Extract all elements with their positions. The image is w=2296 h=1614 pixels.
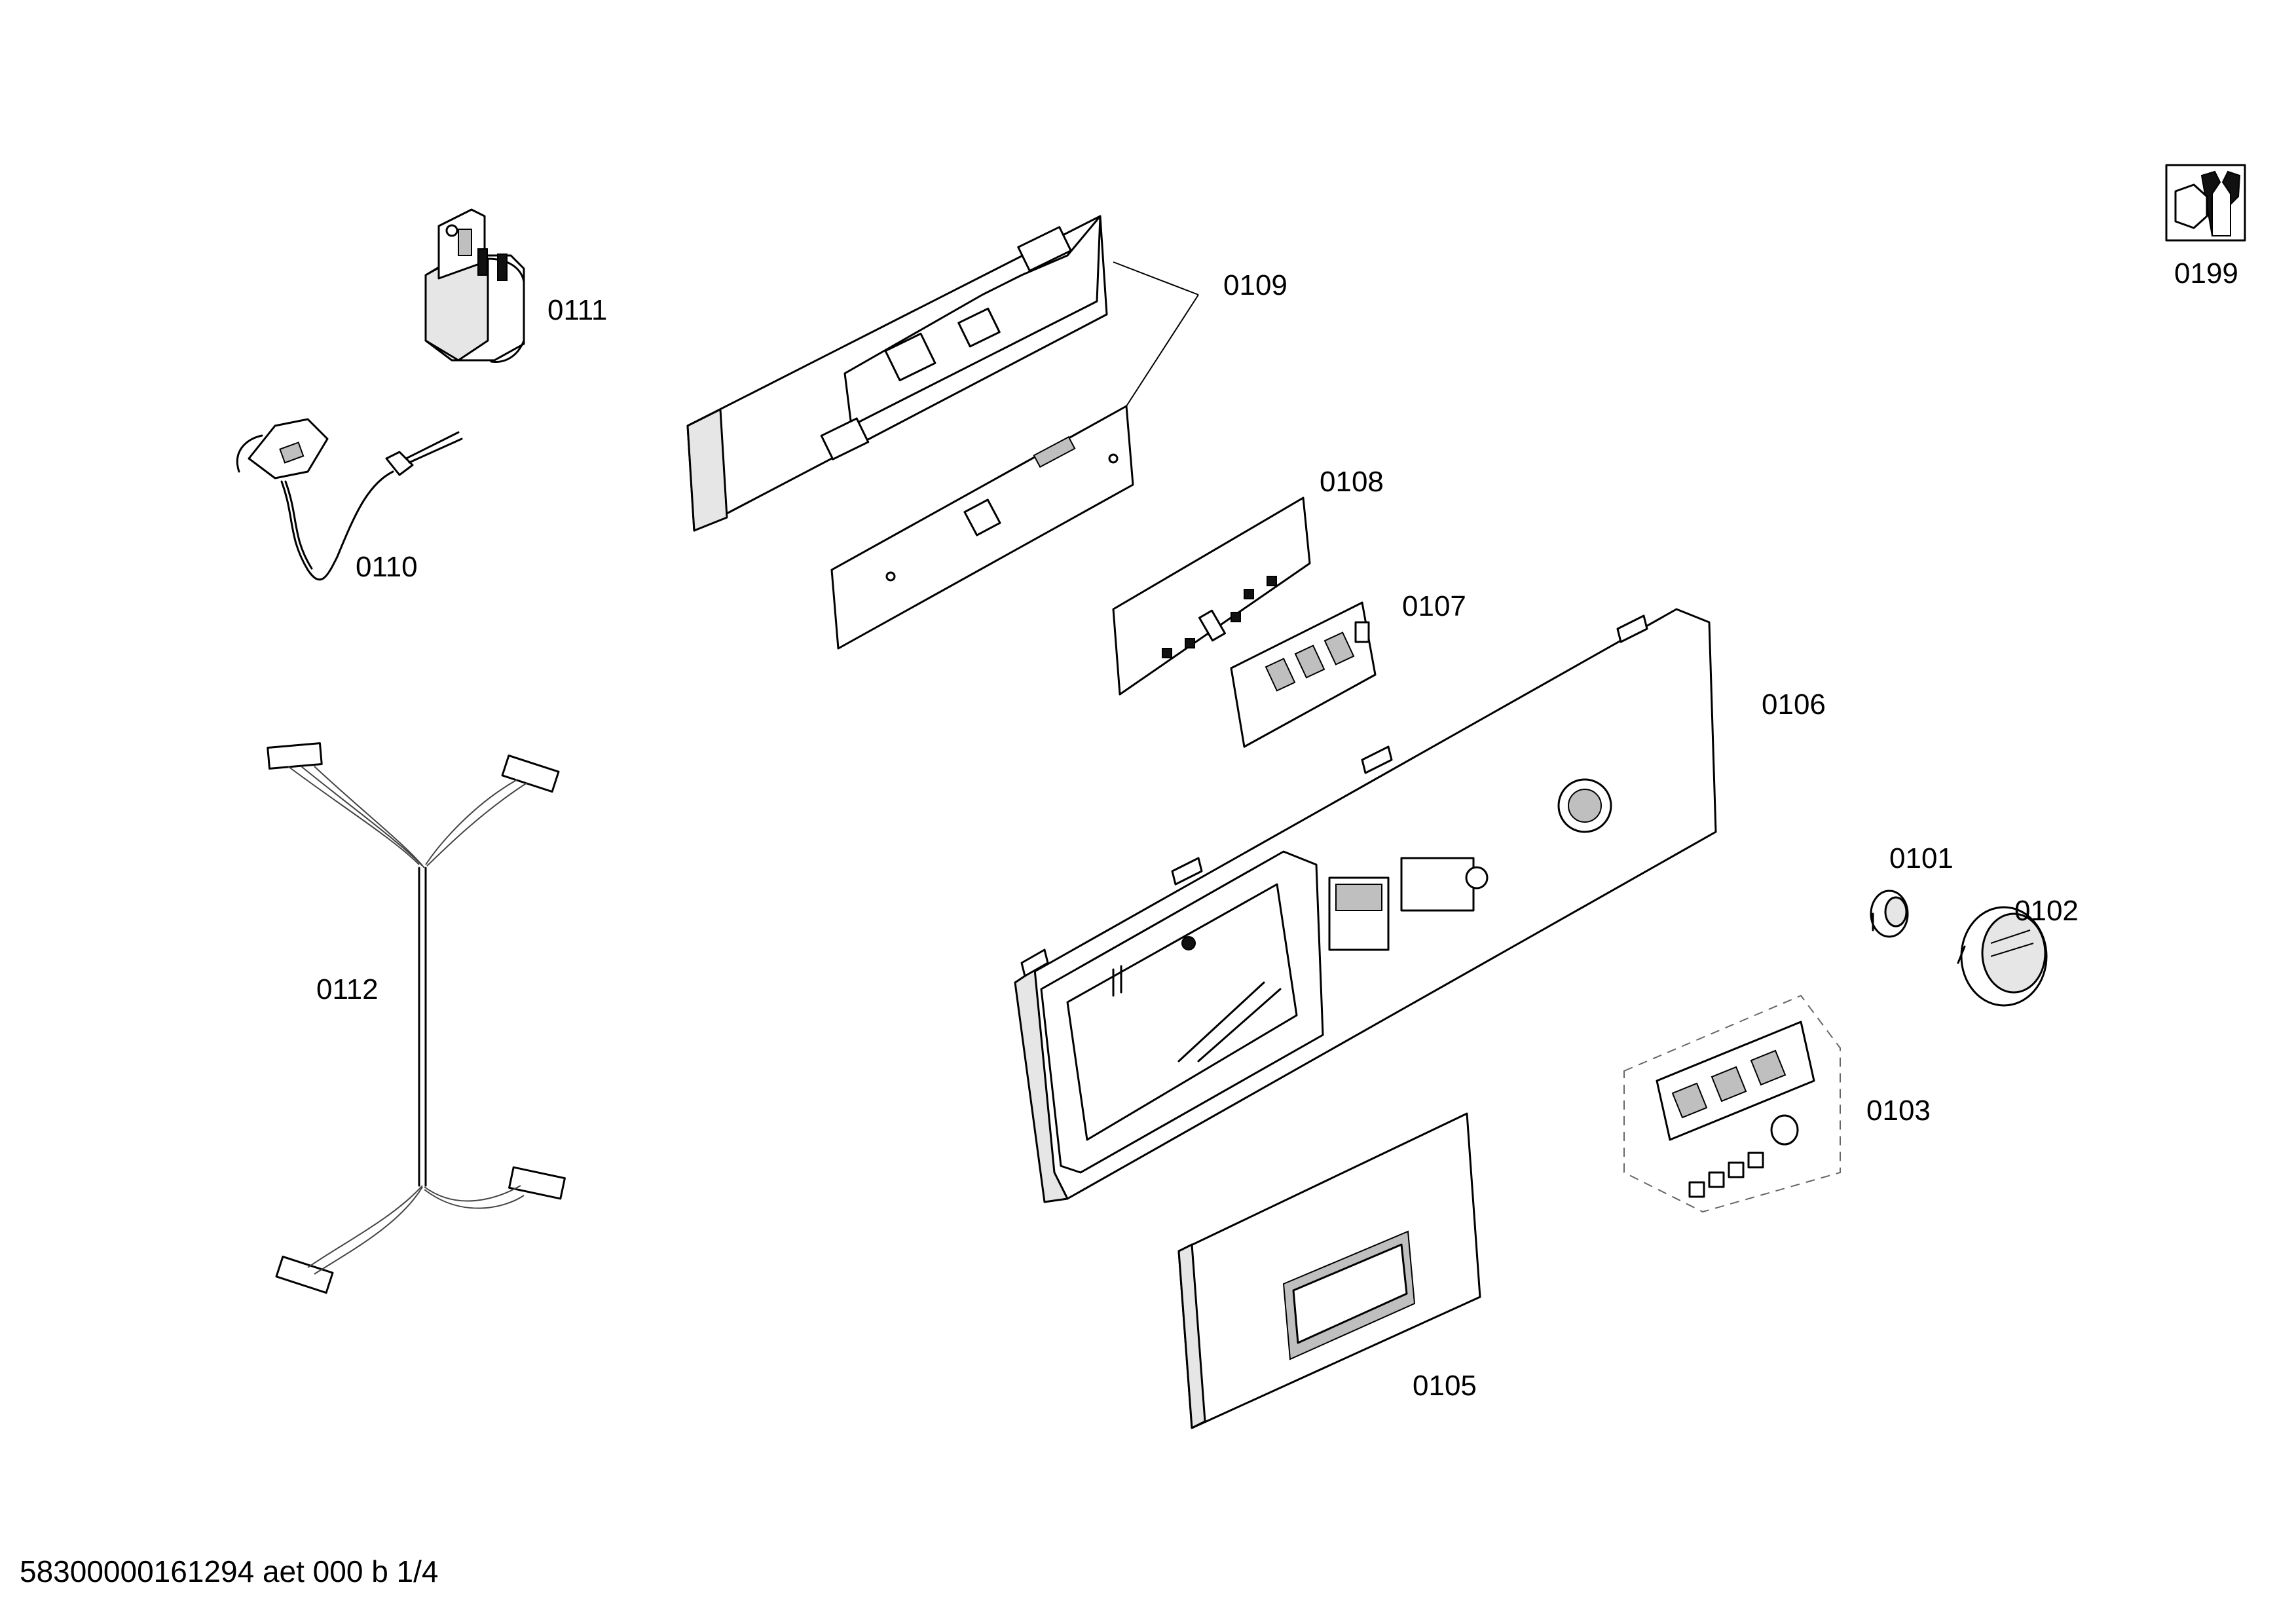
- part-0106-fascia-panel[interactable]: [1014, 608, 1717, 1203]
- label-0199: 0199: [2174, 257, 2238, 290]
- part-0102-selector-knob[interactable]: [1957, 906, 2048, 1007]
- label-0108: 0108: [1320, 466, 1384, 498]
- part-0101-knob-insert[interactable]: [1870, 890, 1909, 938]
- part-0105-drawer-front[interactable]: [1177, 1112, 1481, 1429]
- label-0112: 0112: [316, 973, 379, 1005]
- label-0102: 0102: [2014, 895, 2079, 927]
- part-0107-button-carrier[interactable]: [1230, 601, 1377, 748]
- part-0103-switch-set[interactable]: [1623, 994, 1841, 1213]
- label-0110: 0110: [356, 551, 418, 583]
- part-0110-power-cable[interactable]: [236, 418, 463, 581]
- label-0111: 0111: [547, 294, 607, 326]
- part-0112-wiring-harness[interactable]: [267, 742, 566, 1294]
- label-0107: 0107: [1402, 590, 1466, 622]
- label-0106: 0106: [1762, 688, 1826, 721]
- part-0108-display-board[interactable]: [1112, 497, 1311, 696]
- part-0111-filter[interactable]: [424, 208, 525, 364]
- document-footer: 58300000161294 aet 000 b 1/4: [20, 1554, 439, 1588]
- label-0105: 0105: [1413, 1370, 1477, 1402]
- label-0101: 0101: [1889, 842, 1953, 874]
- label-0109: 0109: [1223, 269, 1287, 301]
- part-0109-control-module[interactable]: [686, 215, 1199, 650]
- label-0103: 0103: [1866, 1095, 1931, 1127]
- wrench-nut-icon: [2165, 164, 2246, 242]
